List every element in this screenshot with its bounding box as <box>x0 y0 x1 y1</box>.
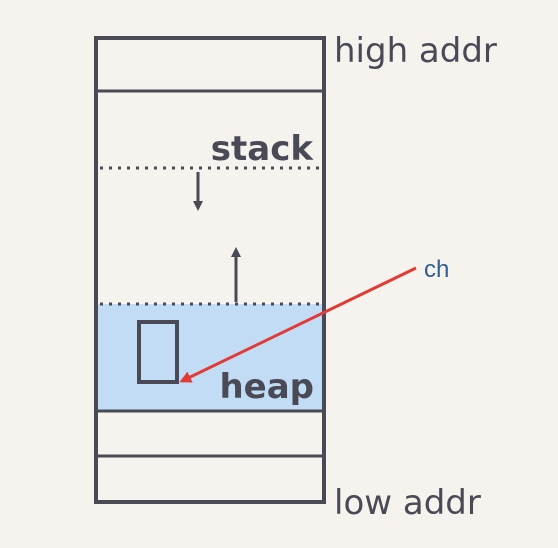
heap-label: heap <box>219 367 314 407</box>
pointer-label: ch <box>424 256 449 283</box>
low-addr-label: low addr <box>334 483 481 523</box>
heap-region <box>96 304 324 410</box>
memory-block-outline <box>94 36 326 504</box>
heap-object <box>137 320 179 384</box>
high-addr-label: high addr <box>334 31 497 71</box>
stack-label: stack <box>211 129 315 169</box>
pointer-arrow <box>179 266 417 383</box>
